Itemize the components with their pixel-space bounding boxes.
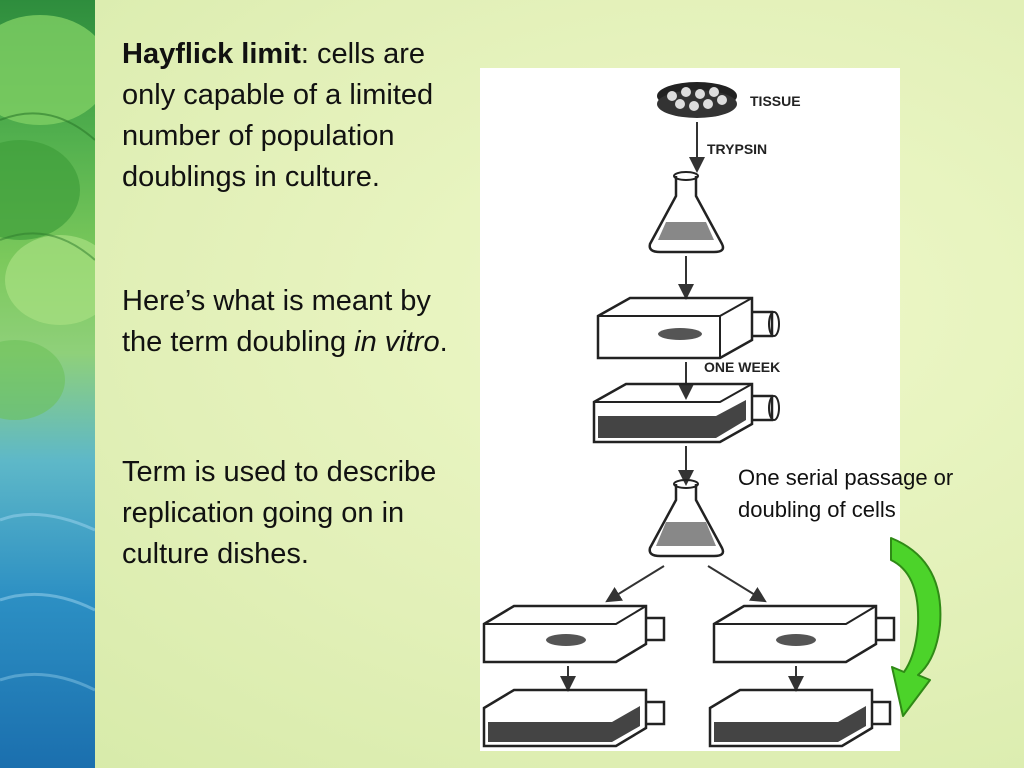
leaf-water-decoration (0, 0, 95, 768)
doubling-text: Here’s what is meant by the term doublin… (122, 285, 431, 358)
term-paragraph: Term is used to describe replication goi… (122, 452, 477, 575)
right-confluent-bottle-icon (708, 688, 892, 748)
hayflick-term: Hayflick limit (122, 38, 301, 70)
term-text: Term is used to describe replication goi… (122, 456, 437, 570)
flask-icon (648, 171, 725, 254)
passage-caption: One serial passage or doubling of cells (738, 465, 954, 522)
hayflick-paragraph: Hayflick limit: cells are only capable o… (122, 34, 477, 198)
arrow-split-left (605, 565, 665, 603)
left-bottle-icon (482, 604, 666, 664)
tissue-label: TISSUE (750, 93, 801, 109)
in-vitro-term: in vitro (354, 326, 440, 358)
doubling-paragraph: Here’s what is meant by the term doublin… (122, 281, 477, 363)
culture-bottle-icon (596, 296, 780, 360)
one-week-label: ONE WEEK (704, 359, 780, 375)
left-confluent-bottle-icon (482, 688, 666, 748)
trypsin-label: TRYPSIN (707, 141, 767, 157)
curved-arrow-icon (890, 537, 942, 717)
right-bottle-icon (712, 604, 896, 664)
doubling-period: . (439, 326, 448, 358)
arrow-split-right (707, 565, 767, 603)
cell-culture-diagram: TISSUE TRYPSIN ONE WEEK (480, 68, 900, 751)
flask-icon-2 (648, 479, 725, 558)
tissue-icon (657, 82, 737, 118)
confluent-bottle-icon (592, 382, 780, 444)
hayflick-definition: : cells are only capable of a limited nu… (122, 38, 434, 193)
